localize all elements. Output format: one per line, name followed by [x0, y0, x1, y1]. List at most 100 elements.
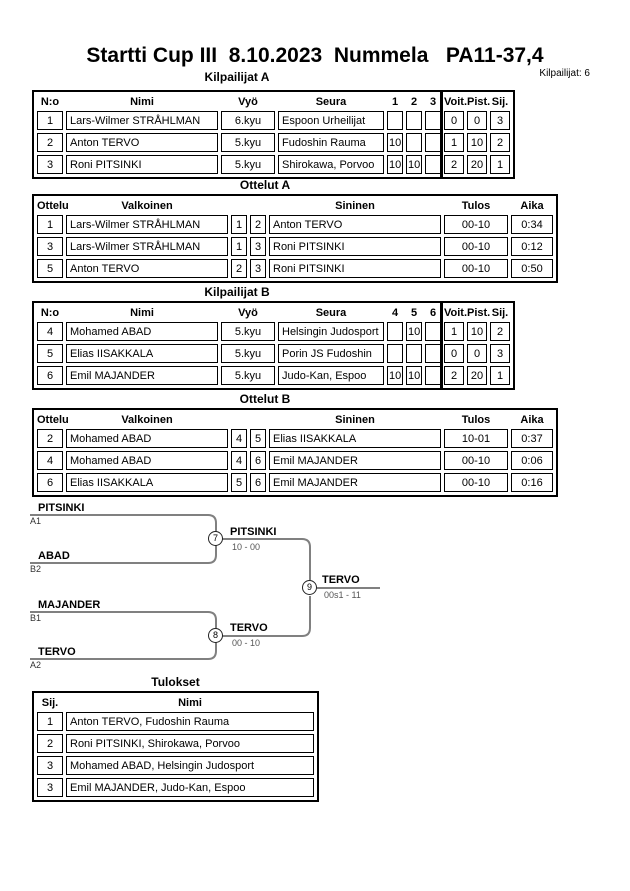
white-no: 5 [231, 473, 247, 492]
competitor-no: 2 [37, 133, 63, 152]
table-row: 5 Anton TERVO 2 3 Roni PITSINKI 00-10 0:… [37, 259, 553, 278]
score-cell [425, 366, 441, 385]
col-header-no: N:o [40, 95, 60, 108]
competitor-belt: 5.kyu [221, 344, 275, 363]
col-header-name: Nimi [178, 696, 202, 709]
pool-a-table: N:o Nimi Vyö Seura 1 2 3 Voit. Pist. Sij… [32, 90, 515, 179]
col-header-name: Nimi [130, 95, 154, 108]
score-cell [406, 344, 422, 363]
competitor-name: Roni PITSINKI [66, 155, 218, 174]
matches-b-grid: Ottelu Valkoinen Sininen Tulos Aika 2 Mo… [34, 410, 556, 495]
blue-name: Roni PITSINKI [269, 259, 441, 278]
results-grid: Sij. Nimi 1 Anton TERVO, Fudoshin Rauma … [34, 693, 317, 800]
place-cell: 1 [490, 366, 510, 385]
bracket-match-number: 8 [208, 628, 223, 643]
section-title-results: Tulokset [151, 675, 200, 689]
table-row: 3 Lars-Wilmer STRÅHLMAN 1 3 Roni PITSINK… [37, 237, 553, 256]
score-cell: 10 [406, 366, 422, 385]
table-row: 1 Lars-Wilmer STRÅHLMAN 6.kyu Espoon Urh… [37, 111, 510, 130]
bracket-slot-seed: A2 [30, 660, 42, 670]
blue-name: Emil MAJANDER [269, 473, 441, 492]
col-header-blue: Sininen [335, 199, 375, 212]
bracket-slot-seed: A1 [30, 516, 42, 526]
score-cell [406, 111, 422, 130]
pool-a-grid: N:o Nimi Vyö Seura 1 2 3 Voit. Pist. Sij… [34, 92, 513, 177]
results-table: Sij. Nimi 1 Anton TERVO, Fudoshin Rauma … [32, 691, 319, 802]
score-cell: 10 [387, 133, 403, 152]
bracket-line-winner-2 [222, 596, 311, 637]
table-row: 2 Mohamed ABAD 4 5 Elias IISAKKALA 10-01… [37, 429, 553, 448]
competitor-name: Lars-Wilmer STRÅHLMAN [66, 111, 218, 130]
blue-name: Anton TERVO [269, 215, 441, 234]
table-row: 6 Emil MAJANDER 5.kyu Judo-Kan, Espoo 10… [37, 366, 510, 385]
col-header-r1: 1 [391, 95, 399, 108]
bracket-slot-name: PITSINKI [38, 502, 85, 514]
col-header-match: Ottelu [37, 199, 69, 212]
white-name: Mohamed ABAD [66, 451, 228, 470]
matches-a-table: Ottelu Valkoinen Sininen Tulos Aika 1 La… [32, 194, 558, 283]
col-header-r2: 5 [410, 306, 418, 319]
blue-no: 3 [250, 237, 266, 256]
score-cell [387, 322, 403, 341]
result-cell: 00-10 [444, 237, 508, 256]
white-no: 4 [231, 429, 247, 448]
col-header-club: Seura [315, 95, 347, 108]
competitor-club: Shirokawa, Porvoo [278, 155, 384, 174]
blue-no: 6 [250, 451, 266, 470]
white-name: Anton TERVO [66, 259, 228, 278]
matches-a-grid: Ottelu Valkoinen Sininen Tulos Aika 1 La… [34, 196, 556, 281]
competitor-name: Elias IISAKKALA [66, 344, 218, 363]
table-row: 5 Elias IISAKKALA 5.kyu Porin JS Fudoshi… [37, 344, 510, 363]
competitor-no: 4 [37, 322, 63, 341]
match-no: 2 [37, 429, 63, 448]
col-header-r2: 2 [410, 95, 418, 108]
matches-b-table: Ottelu Valkoinen Sininen Tulos Aika 2 Mo… [32, 408, 558, 497]
score-cell [425, 133, 441, 152]
competitor-club: Espoon Urheilijat [278, 111, 384, 130]
table-row: 2 Roni PITSINKI, Shirokawa, Porvoo [37, 734, 314, 753]
elimination-bracket: PITSINKI A1 ABAD B2 7 PITSINKI 10 - 00 M… [0, 498, 630, 688]
score-cell [425, 344, 441, 363]
table-row: 6 Elias IISAKKALA 5 6 Emil MAJANDER 00-1… [37, 473, 553, 492]
col-header-no: N:o [40, 306, 60, 319]
col-header-blue: Sininen [335, 413, 375, 426]
wins-cell: 2 [444, 366, 464, 385]
white-no: 1 [231, 237, 247, 256]
col-header-wins: Voit. [444, 95, 468, 108]
white-no: 1 [231, 215, 247, 234]
competitor-club: Porin JS Fudoshin [278, 344, 384, 363]
white-name: Mohamed ABAD [66, 429, 228, 448]
competitor-belt: 5.kyu [221, 155, 275, 174]
wins-cell: 0 [444, 344, 464, 363]
time-cell: 0:12 [511, 237, 553, 256]
score-cell [387, 111, 403, 130]
place-cell: 3 [490, 111, 510, 130]
points-cell: 0 [467, 111, 487, 130]
white-no: 4 [231, 451, 247, 470]
table-row: 4 Mohamed ABAD 5.kyu Helsingin Judosport… [37, 322, 510, 341]
bracket-winner-name: PITSINKI [230, 526, 277, 538]
pool-a-results-divider [440, 90, 443, 179]
table-row: 3 Roni PITSINKI 5.kyu Shirokawa, Porvoo … [37, 155, 510, 174]
wins-cell: 1 [444, 322, 464, 341]
bracket-slot-name: MAJANDER [38, 599, 101, 611]
wins-cell: 0 [444, 111, 464, 130]
final-competitor: Emil MAJANDER, Judo-Kan, Espoo [66, 778, 314, 797]
section-title-matches-b: Ottelut B [239, 392, 291, 406]
blue-no: 2 [250, 215, 266, 234]
score-cell: 10 [387, 155, 403, 174]
results-header-row: Sij. Nimi [37, 696, 314, 709]
competitor-name: Emil MAJANDER [66, 366, 218, 385]
bracket-match-number: 7 [208, 531, 223, 546]
bracket-match-number: 9 [302, 580, 317, 595]
pool-a-header-row: N:o Nimi Vyö Seura 1 2 3 Voit. Pist. Sij… [37, 95, 510, 108]
score-cell: 10 [406, 322, 422, 341]
final-place: 3 [37, 756, 63, 775]
points-cell: 0 [467, 344, 487, 363]
bracket-slot-name: TERVO [38, 646, 76, 658]
bracket-slot-name: ABAD [38, 550, 70, 562]
points-cell: 10 [467, 322, 487, 341]
bracket-match-score: 10 - 00 [232, 542, 261, 552]
score-cell [425, 155, 441, 174]
time-cell: 0:34 [511, 215, 553, 234]
